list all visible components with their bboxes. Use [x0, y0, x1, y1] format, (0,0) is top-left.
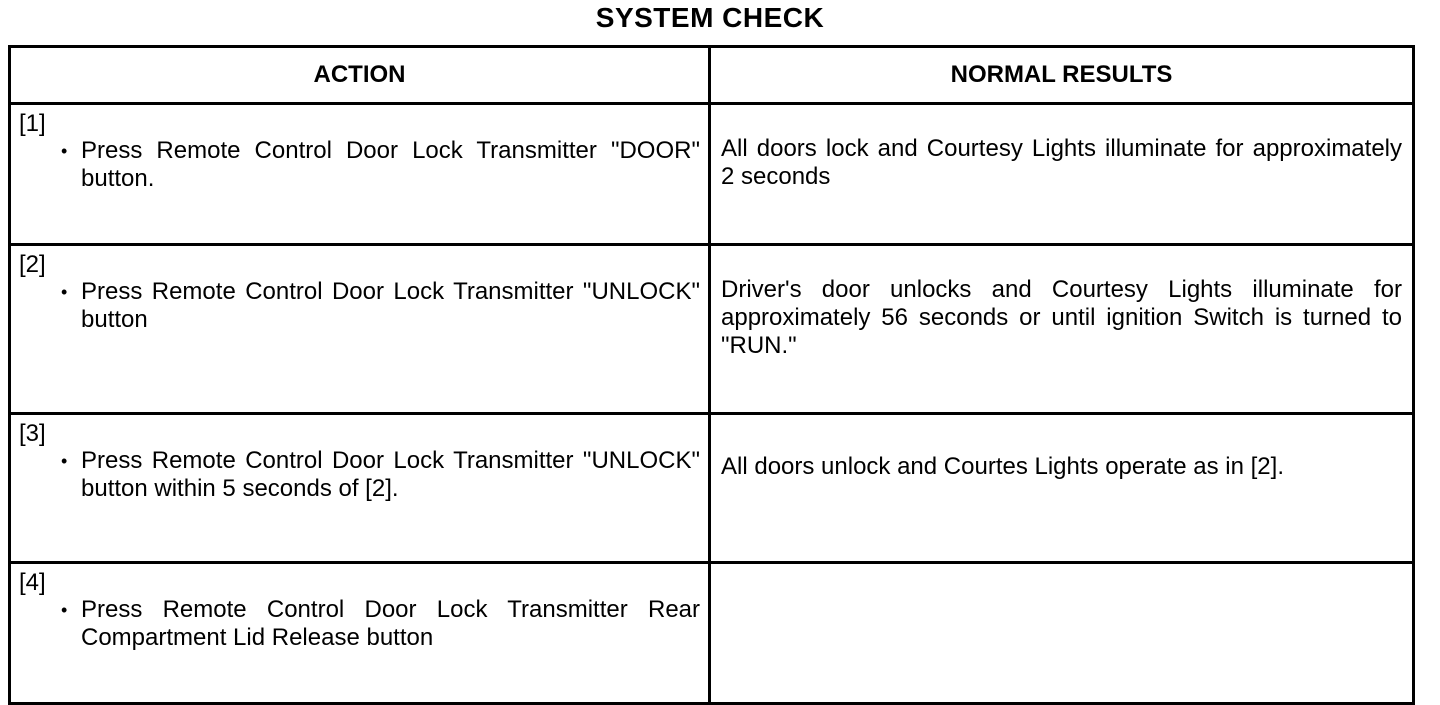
bullet-icon: • — [61, 600, 68, 620]
table-row: [1] • Press Remote Control Door Lock Tra… — [8, 102, 1415, 246]
normal-results-column-header: NORMAL RESULTS — [708, 45, 1415, 105]
action-item: • Press Remote Control Door Lock Transmi… — [61, 447, 700, 503]
page-title: SYSTEM CHECK — [595, 2, 825, 33]
action-text: Press Remote Control Door Lock Transmitt… — [81, 278, 700, 333]
action-cell: [4] • Press Remote Control Door Lock Tra… — [8, 561, 711, 705]
action-text: Press Remote Control Door Lock Transmitt… — [81, 137, 700, 192]
table-row: [4] • Press Remote Control Door Lock Tra… — [8, 561, 1415, 705]
result-cell: All doors lock and Courtesy Lights illum… — [708, 102, 1415, 246]
result-cell: Driver's door unlocks and Courtesy Light… — [708, 243, 1415, 415]
action-item: • Press Remote Control Door Lock Transmi… — [61, 278, 700, 334]
action-text: Press Remote Control Door Lock Transmitt… — [81, 596, 700, 651]
action-item: • Press Remote Control Door Lock Transmi… — [61, 596, 700, 652]
step-number: [2] — [19, 251, 46, 278]
system-check-table: ACTION NORMAL RESULTS [1] • Press Remote… — [8, 45, 1415, 705]
action-column-header: ACTION — [8, 45, 711, 105]
result-cell: All doors unlock and Courtes Lights oper… — [708, 412, 1415, 564]
action-text: Press Remote Control Door Lock Transmitt… — [81, 447, 700, 502]
action-cell: [1] • Press Remote Control Door Lock Tra… — [8, 102, 711, 246]
bullet-icon: • — [61, 451, 68, 471]
action-item: • Press Remote Control Door Lock Transmi… — [61, 137, 700, 193]
step-number: [1] — [19, 110, 46, 137]
table-row: [2] • Press Remote Control Door Lock Tra… — [8, 243, 1415, 415]
action-cell: [2] • Press Remote Control Door Lock Tra… — [8, 243, 711, 415]
step-number: [3] — [19, 420, 46, 447]
step-number: [4] — [19, 569, 46, 596]
action-cell: [3] • Press Remote Control Door Lock Tra… — [8, 412, 711, 564]
bullet-icon: • — [61, 282, 68, 302]
table-header-row: ACTION NORMAL RESULTS — [8, 45, 1415, 105]
bullet-icon: • — [61, 141, 68, 161]
result-cell — [708, 561, 1415, 705]
table-row: [3] • Press Remote Control Door Lock Tra… — [8, 412, 1415, 564]
